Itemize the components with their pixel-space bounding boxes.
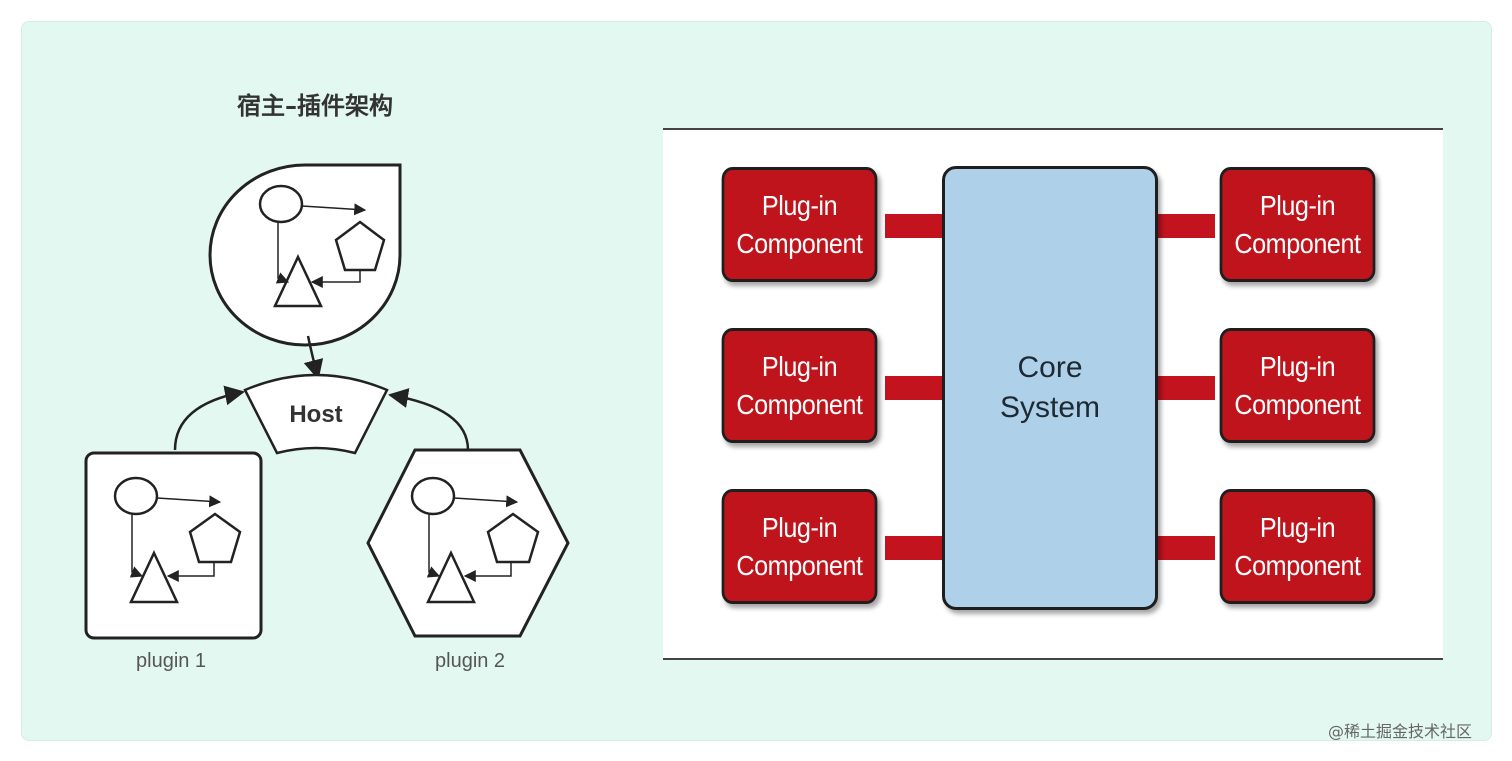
shapes-icon: [258, 184, 386, 308]
watermark: @稀土掘金技术社区: [1328, 722, 1473, 741]
microkernel-architecture-panel: Plug-in Component Plug-in Component Plug…: [663, 128, 1443, 660]
host-node: [243, 373, 389, 455]
host-component-shape: [208, 163, 402, 347]
connector-left-3: [885, 536, 945, 560]
host-label: Host: [289, 401, 342, 428]
connector-left-1: [885, 214, 945, 238]
plugin-component-right-2: Plug-in Component: [1219, 328, 1376, 443]
plugin-component-line1: Plug-in: [761, 350, 838, 382]
core-line2: System: [999, 391, 1101, 424]
plugin-component-line1: Plug-in: [761, 189, 838, 221]
plugin-component-line2: Component: [736, 549, 863, 581]
core-line1: Core: [1017, 351, 1083, 384]
plugin-component-line2: Component: [736, 227, 863, 259]
arrow-plugin1: [173, 385, 245, 451]
plugin1-node: [84, 451, 263, 640]
plugin-component-line1: Plug-in: [1259, 511, 1336, 543]
connector-right-1: [1155, 214, 1215, 238]
plugin1-label: plugin 1: [136, 650, 207, 672]
plugin-component-left-2: Plug-in Component: [721, 328, 878, 443]
arrow-plugin2: [388, 388, 470, 451]
plugin-component-line2: Component: [736, 388, 863, 420]
connector-right-3: [1155, 536, 1215, 560]
connector-left-2: [885, 376, 945, 400]
plugin-component-left-1: Plug-in Component: [721, 167, 878, 282]
plugin-component-right-3: Plug-in Component: [1219, 489, 1376, 604]
plugin-component-line1: Plug-in: [1259, 350, 1336, 382]
plugin-component-left-3: Plug-in Component: [721, 489, 878, 604]
diagram-title: 宿主–插件架构: [237, 92, 393, 120]
host-plugin-diagram: Host: [84, 163, 570, 640]
plugin-component-line2: Component: [1234, 227, 1361, 259]
plugin-component-line1: Plug-in: [761, 511, 838, 543]
plugin-component-line2: Component: [1234, 549, 1361, 581]
plugin2-node: [366, 448, 570, 638]
shapes-icon: [113, 476, 242, 604]
plugin2-label: plugin 2: [435, 650, 506, 672]
plugin-component-right-1: Plug-in Component: [1219, 167, 1376, 282]
shapes-icon: [410, 476, 540, 604]
plugin-component-line2: Component: [1234, 388, 1361, 420]
connector-right-2: [1155, 376, 1215, 400]
core-system: Core System: [942, 166, 1158, 610]
plugin-component-line1: Plug-in: [1259, 189, 1336, 221]
